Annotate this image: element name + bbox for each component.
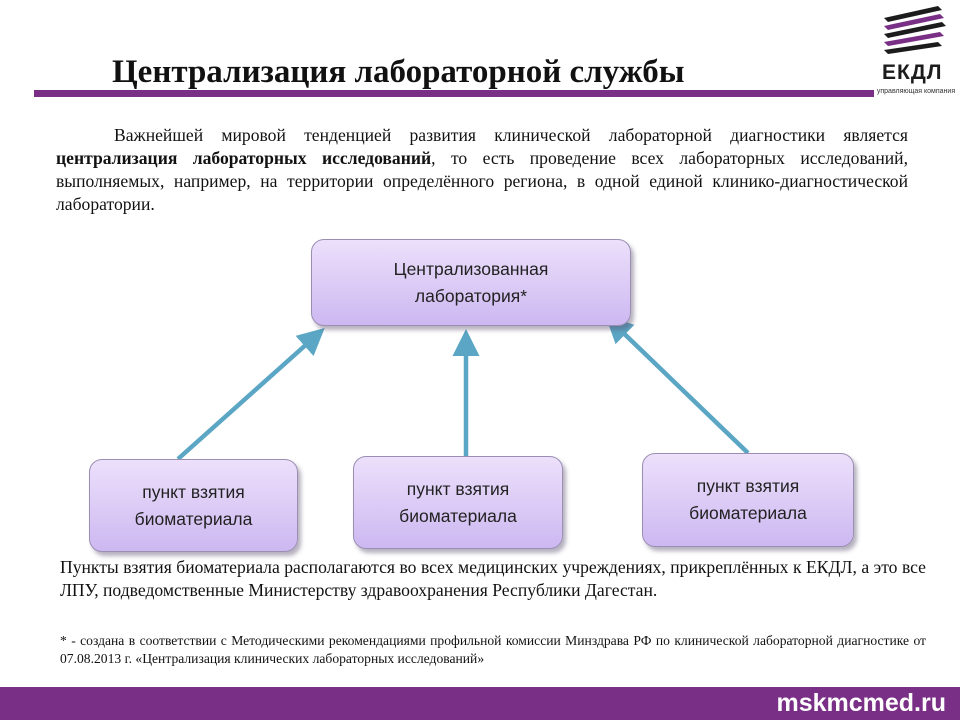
arrow-left <box>176 328 325 461</box>
collection-point-node-middle: пункт взятия биоматериала <box>353 456 563 549</box>
footer-bar: mskmcmed.ru <box>0 687 960 720</box>
collection-point-line2: биоматериала <box>689 503 807 523</box>
centralized-lab-node: Централизованная лаборатория* <box>311 239 631 326</box>
centralized-lab-line2: лаборатория* <box>414 285 528 306</box>
title-underline-bar <box>34 90 874 97</box>
collection-point-line1: пункт взятия <box>406 478 510 499</box>
slide-title: Централизация лабораторной службы <box>112 54 685 90</box>
stacked-chevron-logo-icon <box>884 6 946 54</box>
ekdl-logo: ЕКДЛ управляющая компания <box>876 4 956 104</box>
centralized-lab-line1: Централизованная <box>393 258 549 279</box>
site-link[interactable]: mskmcmed.ru <box>776 689 946 717</box>
collection-points-paragraph: Пункты взятия биоматериала располагаются… <box>60 557 926 600</box>
collection-point-node-left: пункт взятия биоматериала <box>89 459 298 552</box>
logo-text: ЕКДЛ <box>882 61 943 84</box>
collection-point-node-right: пункт взятия биоматериала <box>642 453 854 547</box>
footnote: * - создана в соответствии с Методически… <box>60 633 926 666</box>
intro-text-part1: Важнейшей мировой тенденцией развития кл… <box>114 125 908 145</box>
intro-paragraph: Важнейшей мировой тенденцией развития кл… <box>56 124 908 216</box>
collection-point-line2: биоматериала <box>134 508 253 529</box>
collection-point-line1: пункт взятия <box>696 476 800 496</box>
intro-text-part2: , то есть проведение всех лабораторных и… <box>56 148 908 214</box>
collection-point-line2: биоматериала <box>399 505 517 526</box>
arrow-right <box>605 315 750 455</box>
intro-text-bold: централизация лабораторных исследований <box>56 148 432 168</box>
logo-subtitle: управляющая компания <box>876 88 956 95</box>
collection-point-line1: пункт взятия <box>142 481 245 502</box>
